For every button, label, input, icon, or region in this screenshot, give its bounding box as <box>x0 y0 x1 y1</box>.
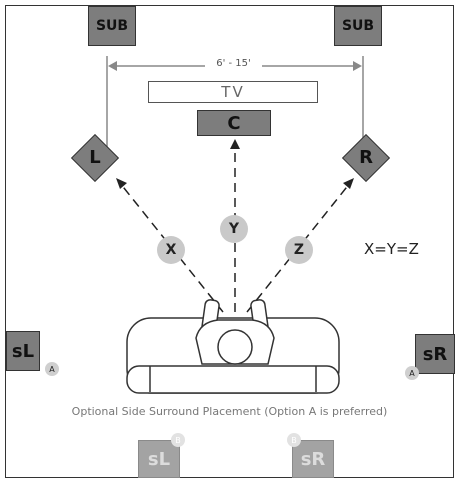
option-a-badge-right: A <box>405 366 419 380</box>
path-label-y: Y <box>220 215 248 243</box>
equation-label: X=Y=Z <box>364 240 419 258</box>
path-label-z: Z <box>285 236 313 264</box>
speaker-surround-left-b: sL <box>138 440 180 478</box>
arrow-to-center <box>230 139 240 149</box>
path-label-x: X <box>157 236 185 264</box>
dimension-arrow-right <box>353 61 362 71</box>
tv: TV <box>148 81 318 103</box>
arrow-to-right <box>343 178 354 189</box>
dimension-line <box>106 56 364 148</box>
speaker-center: C <box>197 110 271 136</box>
person <box>195 299 275 365</box>
option-a-badge-left: A <box>45 362 59 376</box>
speaker-surround-left-a: sL <box>6 331 40 371</box>
arrow-to-left <box>116 178 127 189</box>
speaker-surround-right-b: sR <box>292 440 334 478</box>
diagram-frame <box>5 5 454 478</box>
subwoofer-right: SUB <box>334 6 382 46</box>
dimension-arrow-left <box>108 61 117 71</box>
speaker-surround-right-a: sR <box>415 334 455 374</box>
subwoofer-left: SUB <box>88 6 136 46</box>
caption: Optional Side Surround Placement (Option… <box>71 405 388 418</box>
speaker-right-label: R <box>359 147 373 168</box>
speaker-left-label: L <box>89 147 101 168</box>
option-b-badge-left: B <box>171 433 185 447</box>
distance-label: 6' - 15' <box>216 58 251 69</box>
option-b-badge-right: B <box>287 433 301 447</box>
